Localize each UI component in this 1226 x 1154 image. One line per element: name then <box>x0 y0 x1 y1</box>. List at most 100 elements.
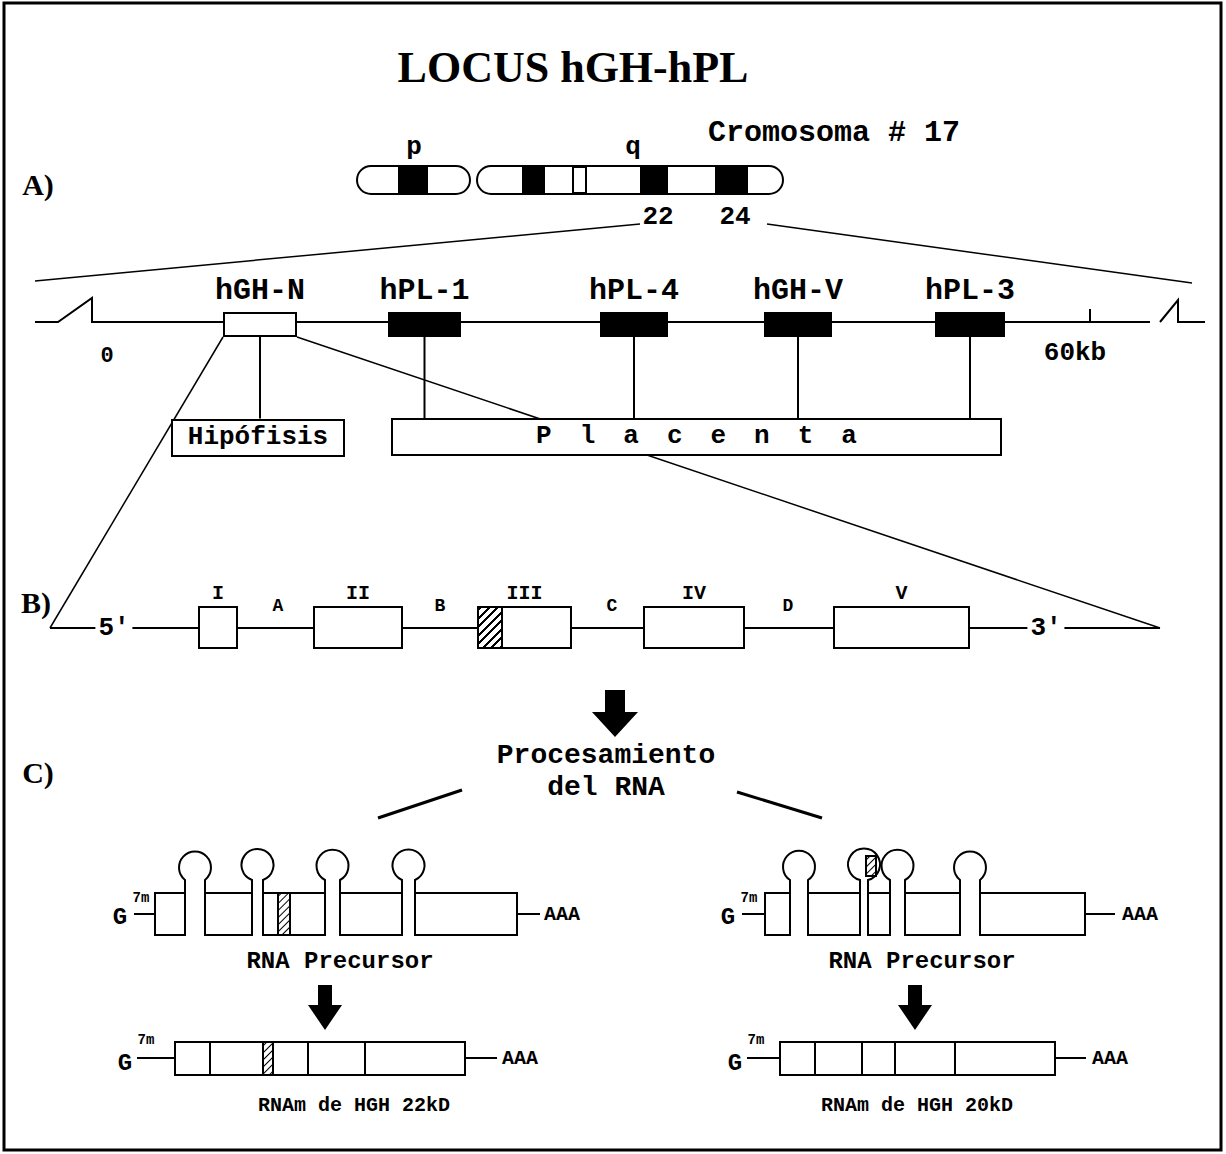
cap-superscript: 7m <box>133 890 150 906</box>
cap-superscript: 7m <box>741 890 758 906</box>
cap-line <box>747 1057 780 1059</box>
cap-superscript: 7m <box>138 1032 155 1048</box>
exon-box: II <box>313 606 403 649</box>
branch-line <box>737 792 822 818</box>
gene-name: hPL-3 <box>925 274 1015 309</box>
q-arm <box>477 166 783 194</box>
tissue-name: Hipófisis <box>188 423 328 453</box>
cap-superscript: 7m <box>748 1032 765 1048</box>
tail-line <box>465 1057 497 1059</box>
poly-a: AAA <box>1122 903 1158 926</box>
gene-name: hGH-V <box>753 274 843 309</box>
connector-line <box>969 337 971 418</box>
exon <box>155 893 185 935</box>
exon-number: I <box>212 582 224 605</box>
gene-name: hPL-4 <box>589 274 679 309</box>
exon-junction <box>894 1042 896 1075</box>
scale-tick <box>1089 309 1091 322</box>
exon <box>263 893 325 935</box>
exon <box>980 893 1085 935</box>
gene-box: hPL-1 <box>388 312 461 337</box>
gene-box: hPL-3 <box>935 312 1005 337</box>
band <box>522 167 545 193</box>
exon-box: IV <box>643 606 745 649</box>
hatched-segment <box>278 893 290 935</box>
exon-number: III <box>506 582 542 605</box>
exon <box>765 893 790 935</box>
mrna-box <box>175 1042 465 1075</box>
intron-loop <box>954 852 986 893</box>
exon <box>808 893 860 935</box>
scale-mark: 60kb <box>1044 339 1106 369</box>
rna-precursor <box>134 849 540 935</box>
zoom-line <box>35 224 640 281</box>
cap-symbol: G <box>113 904 127 932</box>
section-letter: A) <box>22 168 54 203</box>
cap-symbol: G <box>118 1050 132 1078</box>
down-arrow <box>592 690 638 737</box>
arm-name: q <box>625 133 641 163</box>
zoom-line <box>50 337 223 628</box>
tail-line <box>517 913 540 915</box>
intron-name: C <box>607 596 618 617</box>
exon <box>340 893 402 935</box>
poly-a: AAA <box>502 1047 538 1070</box>
band-number: 22 <box>642 203 673 233</box>
intron-name: D <box>783 596 794 617</box>
exon <box>905 893 960 935</box>
intron-loop <box>393 849 425 893</box>
chromosome <box>357 166 783 194</box>
intron-loop <box>241 849 273 893</box>
exon-junction <box>307 1042 309 1075</box>
exon-number: IV <box>682 582 706 605</box>
intron-loop <box>317 850 349 893</box>
exon-junction <box>814 1042 816 1075</box>
frame <box>4 3 1221 1150</box>
cap-symbol: G <box>728 1050 742 1078</box>
mrna <box>137 1042 497 1075</box>
rna-name: RNAm de HGH 22kD <box>258 1094 450 1117</box>
cap-symbol: G <box>721 904 735 932</box>
cap-line <box>742 913 765 915</box>
hatched-segment <box>263 1042 273 1075</box>
cap-line <box>137 1057 175 1059</box>
tail-line <box>1055 1057 1086 1059</box>
rna-name: RNAm de HGH 20kD <box>821 1094 1013 1117</box>
intron-loop <box>179 852 211 893</box>
hatched-segment <box>866 856 876 876</box>
connector-line <box>633 337 635 418</box>
exon <box>415 893 517 935</box>
exon <box>868 893 890 935</box>
intron-name: A <box>273 596 284 617</box>
tail-line <box>1085 913 1115 915</box>
connector-line <box>259 337 261 419</box>
exon-junction <box>364 1042 366 1075</box>
band <box>640 167 668 193</box>
exon-box: III <box>477 606 572 649</box>
mrna-box <box>780 1042 1055 1075</box>
connector-line <box>797 337 799 418</box>
down-arrow <box>898 985 932 1030</box>
connector-line <box>424 337 426 418</box>
exon-box: V <box>833 606 970 649</box>
down-arrow <box>308 985 342 1030</box>
gene-name: hGH-N <box>215 274 305 309</box>
arm-name: p <box>406 133 422 163</box>
tissue-name: Placenta <box>508 422 885 452</box>
intron-loop <box>882 850 914 893</box>
gene-box: hPL-4 <box>600 312 668 337</box>
p-arm <box>357 166 470 194</box>
intron-loop <box>783 851 815 893</box>
rna-precursor <box>742 849 1115 935</box>
band <box>715 167 748 193</box>
hatched-segment <box>479 608 503 647</box>
gene-box: hGH-N <box>223 312 297 337</box>
exon-number: V <box>895 582 907 605</box>
zoom-line <box>297 337 1160 628</box>
section-letter: B) <box>21 586 51 621</box>
tissue-box: Placenta <box>391 418 1002 456</box>
